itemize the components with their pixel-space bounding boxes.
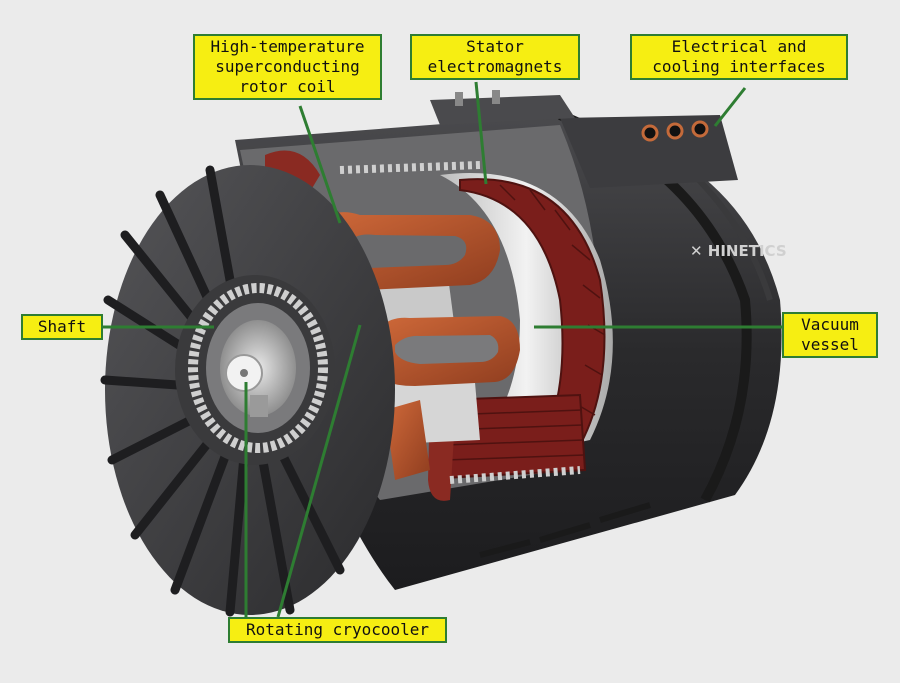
label-cryocooler: Rotating cryocooler	[228, 617, 447, 643]
label-stator: Stator electromagnets	[410, 34, 580, 80]
label-stator-line2: electromagnets	[427, 57, 563, 76]
label-rotor-coil: High-temperature superconducting rotor c…	[193, 34, 382, 100]
label-stator-line1: Stator	[466, 37, 524, 56]
label-shaft: Shaft	[21, 314, 103, 340]
leader-stator	[474, 81, 488, 185]
label-vacuum-line1: Vacuum	[801, 315, 859, 334]
label-vacuum: Vacuum vessel	[782, 312, 878, 358]
label-rotor-coil-line2: superconducting	[215, 57, 360, 76]
label-cryocooler-text: Rotating cryocooler	[245, 620, 430, 639]
brand-mark: ✕ HINETICS	[690, 242, 787, 260]
label-shaft-text: Shaft	[37, 317, 87, 336]
front-face	[100, 165, 395, 617]
label-interfaces-line1: Electrical and	[671, 37, 807, 56]
label-rotor-coil-line1: High-temperature	[210, 37, 365, 56]
leader-lines	[103, 81, 782, 618]
leader-cryocooler-2	[276, 324, 362, 618]
label-vacuum-line2: vessel	[801, 335, 859, 354]
leader-rotor-coil	[298, 105, 342, 224]
label-rotor-coil-line3: rotor coil	[239, 77, 336, 96]
label-interfaces-line2: cooling interfaces	[652, 57, 826, 76]
leader-interfaces	[713, 87, 747, 127]
label-interfaces: Electrical and cooling interfaces	[630, 34, 848, 80]
